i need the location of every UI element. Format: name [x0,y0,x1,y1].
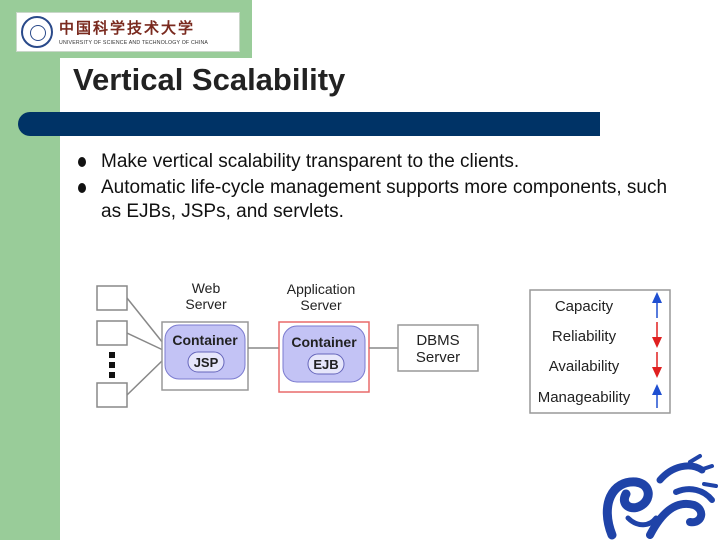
bullet-item: Automatic life-cycle management supports… [78,176,678,224]
jsp-pill [187,351,225,373]
ellipsis-icon [109,352,115,378]
web-server-label: Web [192,280,221,296]
connector-line [126,332,164,351]
up-arrow-icon [652,384,662,408]
university-seal-icon [21,16,53,48]
jsp-label: JSP [194,355,219,370]
dbms-label: DBMS [416,332,459,349]
client-box [96,382,128,408]
left-accent-band [0,0,60,540]
ejb-label: EJB [313,357,338,372]
app-container-title: Container [291,334,357,350]
bullet-list: Make vertical scalability transparent to… [78,150,678,226]
slide-title: Vertical Scalability [73,62,346,97]
quality-label-availability: Availability [549,358,620,375]
web-container-title: Container [172,332,238,348]
down-arrow-icon [652,352,662,378]
logo-english-name: UNIVERSITY OF SCIENCE AND TECHNOLOGY OF … [59,40,209,46]
dbms-server-box [397,324,479,372]
qualities-panel [529,289,671,414]
university-logo: 中国科学技术大学 UNIVERSITY OF SCIENCE AND TECHN… [16,12,240,52]
application-server-label: Application [287,281,356,297]
bullet-text: Make vertical scalability transparent to… [101,151,520,172]
web-server-label: Server [185,296,227,312]
bullet-icon [78,157,86,167]
dbms-label: Server [416,349,460,366]
quality-label-capacity: Capacity [555,298,614,315]
application-server-label: Server [300,297,342,313]
bullet-icon [78,183,86,193]
bullet-item: Make vertical scalability transparent to… [78,150,678,174]
logo-chinese-name: 中国科学技术大学 [59,19,196,37]
client-box [96,320,128,346]
connector-line [126,359,164,396]
ejb-pill [307,353,345,375]
up-arrow-icon [652,292,662,318]
connector-line [126,297,164,344]
client-box [96,285,128,311]
title-underline-bar [18,112,600,136]
bullet-text: Automatic life-cycle management supports… [101,177,668,222]
down-arrow-icon [652,322,662,348]
quality-label-reliability: Reliability [552,328,617,345]
quality-label-manageability: Manageability [538,389,631,406]
dragon-emblem-icon [602,454,718,540]
